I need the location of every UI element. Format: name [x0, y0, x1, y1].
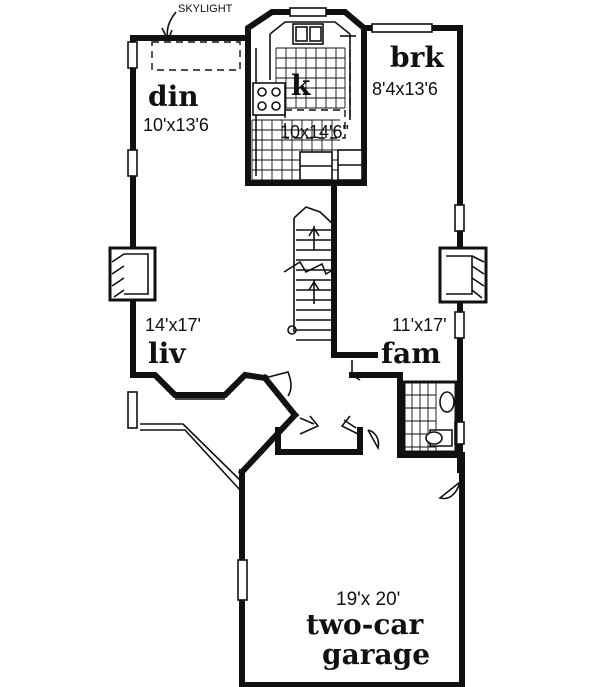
fireplace-living — [108, 246, 157, 302]
kitchen-name: k — [291, 69, 311, 102]
doors — [264, 360, 461, 500]
room-labels: din 10'x13'6 k 10x14'6" brk 8'4x13'6 14'… — [143, 41, 447, 671]
garage-dimensions: 19'x 20' — [336, 589, 400, 610]
living-room-name: liv — [148, 337, 186, 370]
kitchen-fixtures — [251, 21, 363, 181]
family-room-dimensions: 11'x17' — [392, 315, 447, 335]
living-room-dimensions: 14'x17' — [145, 315, 201, 335]
garage-name-line1: two-car — [306, 608, 425, 641]
garage-name-line2: garage — [322, 638, 430, 671]
kitchen-dimensions: 10x14'6" — [280, 122, 349, 142]
breakfast-room-name: brk — [390, 41, 444, 74]
dining-room-dimensions: 10'x13'6 — [143, 115, 209, 135]
skylight-label: SKYLIGHT — [178, 3, 233, 15]
family-room-name: fam — [381, 337, 441, 370]
skylight: SKYLIGHT — [151, 3, 241, 71]
kitchen-tile-grid — [251, 47, 346, 181]
breakfast-room-dimensions: 8'4x13'6 — [372, 79, 438, 99]
windows — [127, 7, 465, 601]
staircase — [283, 206, 337, 345]
powder-room — [402, 380, 458, 454]
dining-room-name: din — [148, 80, 199, 113]
fireplace-family — [438, 246, 488, 304]
